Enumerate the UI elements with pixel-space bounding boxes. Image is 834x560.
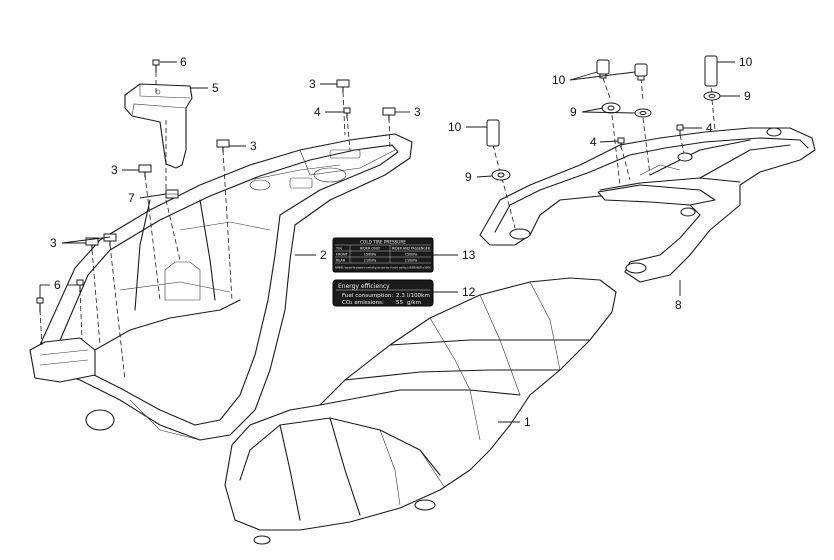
- bolt-3-pair-a: [85, 237, 99, 251]
- washer-9-c: [703, 91, 721, 101]
- energy-label-co2-value: 55: [396, 300, 404, 306]
- washer-9-d: [491, 169, 511, 181]
- callout-10-mid: 10: [448, 120, 462, 134]
- callout-5: 5: [212, 81, 219, 95]
- assembly-guide-lines: [39, 72, 716, 381]
- tire-label-col-passenger: RIDER AND PASSENGER: [392, 247, 431, 251]
- bolt-10-b: [634, 63, 648, 81]
- tire-label-warning: WARNING: Improper tire pressure or overl…: [335, 266, 431, 270]
- callout-13: 13: [462, 248, 476, 262]
- callout-3-mid: 3: [250, 139, 257, 153]
- tire-label-rear-passenger: 210kPa: [405, 259, 417, 263]
- callout-12: 12: [462, 285, 476, 299]
- bolt-3-top: [336, 79, 350, 93]
- screw-6-top: [152, 59, 160, 73]
- tire-label-title: COLD TIRE PRESSURE: [360, 240, 406, 245]
- screw-4-left: [343, 107, 351, 119]
- callout-6-lower: 6: [54, 278, 61, 292]
- callout-10-top-left: 10: [552, 73, 566, 87]
- energy-label-co2-unit: g/km: [407, 300, 421, 306]
- callout-3-top: 3: [309, 77, 316, 91]
- callout-1: 1: [524, 415, 531, 429]
- label-13-tire-pressure: COLD TIRE PRESSURE Tire RIDER ONLY RIDER…: [332, 237, 434, 273]
- callout-9-lower: 9: [465, 170, 472, 184]
- screw-4-right: [676, 124, 684, 136]
- callout-3-right: 3: [414, 105, 421, 119]
- bolt-3-mid: [216, 139, 230, 153]
- callout-3-left: 3: [111, 163, 118, 177]
- clip-7: [165, 189, 179, 199]
- part-8-rear-carrier: [479, 127, 816, 283]
- tire-label-row-front: FRONT: [336, 253, 349, 257]
- washer-9-a: [601, 102, 621, 114]
- bolt-3-left: [138, 164, 152, 178]
- callout-10-top-right: 10: [739, 55, 753, 69]
- energy-label-fuel-value: 2.3: [396, 293, 405, 299]
- callout-2: 2: [320, 248, 327, 262]
- tire-label-row-rear: REAR: [336, 259, 346, 263]
- callout-7: 7: [128, 191, 135, 205]
- washer-9-b: [634, 108, 652, 118]
- screw-6-a: [36, 297, 44, 313]
- energy-label-co2-label: CO₂ emissions:: [342, 300, 384, 306]
- callout-numbers: 6 5 3 4 3 3 3 7 3 2 6 13 12 1 8 10 10 9 …: [50, 55, 753, 429]
- bolt-10-c: [704, 55, 718, 87]
- label-12-energy-efficiency: Energy efficiency Fuel consumption: 2.3 …: [332, 279, 434, 307]
- tire-label-col-tire: Tire: [335, 247, 342, 251]
- callout-9-right: 9: [744, 89, 751, 103]
- callout-6-top: 6: [180, 55, 187, 69]
- part-2-storage-box: [29, 133, 413, 441]
- energy-label-fuel-label: Fuel consumption:: [342, 293, 393, 299]
- leader-lines: [39, 61, 740, 423]
- tire-label-rear-rider: 210kPa: [364, 259, 376, 263]
- tire-label-front-rider: 150kPa: [364, 253, 376, 257]
- fasteners: [36, 55, 721, 313]
- callout-4-right: 4: [706, 121, 713, 135]
- part-5-cover-bracket: [124, 83, 193, 169]
- part-1-seat: [224, 277, 617, 545]
- energy-label-title: Energy efficiency: [338, 283, 390, 290]
- bolt-10-d: [486, 119, 500, 147]
- callout-9-left: 9: [570, 105, 577, 119]
- callout-8: 8: [675, 298, 682, 312]
- tire-label-col-rider: RIDER ONLY: [360, 247, 381, 251]
- bolt-3-right: [382, 107, 396, 121]
- tire-label-front-passenger: 150kPa: [405, 253, 417, 257]
- energy-label-fuel-unit: l/100km: [407, 293, 430, 299]
- callout-4-mid: 4: [590, 135, 597, 149]
- callout-3-pair: 3: [50, 236, 57, 250]
- callout-4-left: 4: [314, 105, 321, 119]
- screw-4-mid: [617, 137, 625, 149]
